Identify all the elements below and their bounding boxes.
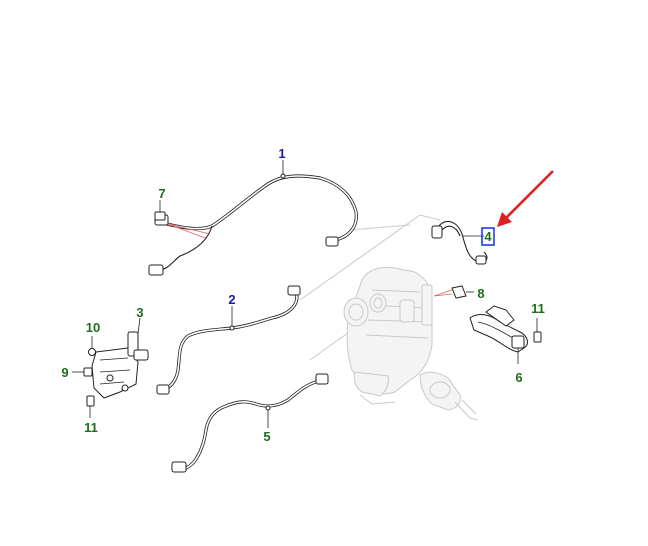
callout-8[interactable]: 8 xyxy=(477,286,484,301)
part-6-pipe-assembly[interactable] xyxy=(469,305,528,364)
exhaust-assembly-ghost xyxy=(299,214,479,421)
callout-7[interactable]: 7 xyxy=(158,186,165,201)
callout-4[interactable]: 4 xyxy=(484,229,492,244)
part-1-leader xyxy=(167,160,284,239)
part-11-bolt-right[interactable] xyxy=(533,318,542,343)
callout-5[interactable]: 5 xyxy=(263,429,270,444)
callout-3[interactable]: 3 xyxy=(136,305,143,320)
part-3-leader xyxy=(137,317,141,335)
part-4-harness-with-clip[interactable] xyxy=(431,220,488,265)
part-9-bolt[interactable] xyxy=(72,367,93,377)
callout-2[interactable]: 2 xyxy=(228,292,235,307)
part-5-sensor-harness[interactable] xyxy=(171,373,329,473)
part-7-connector[interactable] xyxy=(154,200,166,221)
callout-10[interactable]: 10 xyxy=(86,320,100,335)
red-arrow-icon xyxy=(497,170,554,227)
part-2-sensor-harness[interactable] xyxy=(156,285,301,395)
part-11-bolt-left[interactable] xyxy=(86,395,95,418)
part-1-sensor-harness[interactable] xyxy=(148,173,358,276)
callout-11-right[interactable]: 11 xyxy=(531,301,545,316)
part-4-highlight-box xyxy=(481,227,495,246)
callout-11-left[interactable]: 11 xyxy=(84,420,98,435)
callout-9[interactable]: 9 xyxy=(61,365,68,380)
callout-6[interactable]: 6 xyxy=(515,370,522,385)
callout-1[interactable]: 1 xyxy=(278,146,285,161)
part-10-nut[interactable] xyxy=(88,336,96,356)
part-8-clip[interactable] xyxy=(433,285,474,299)
part-3-bracket[interactable] xyxy=(91,331,149,399)
